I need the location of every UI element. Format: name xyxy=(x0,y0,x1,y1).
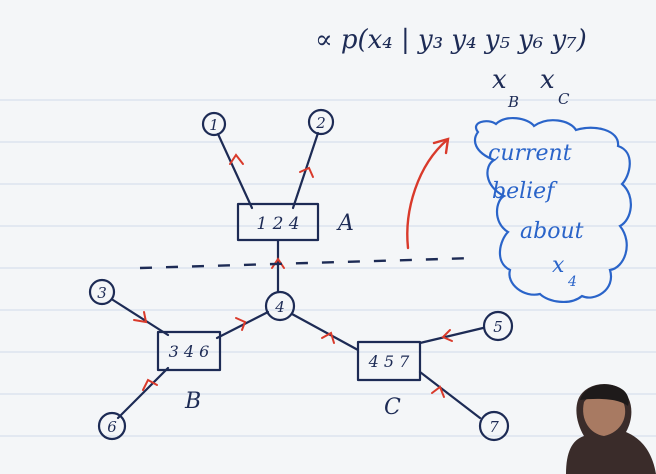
message-ticks xyxy=(133,153,453,398)
lecturer-image xyxy=(566,384,656,474)
node-6: 6 xyxy=(97,411,127,441)
belief-note: current belief about x 4 xyxy=(474,117,632,303)
formula-var-b: x xyxy=(492,65,507,95)
factor-C-vars: 4 5 7 xyxy=(368,352,411,371)
msg-arrow-3-B xyxy=(133,311,148,324)
node-3-label: 3 xyxy=(97,284,107,302)
belief-arrowhead xyxy=(432,137,450,155)
note-line3: about xyxy=(520,219,584,244)
msg-arrow-A-1 xyxy=(229,153,244,165)
cloud-outline xyxy=(474,117,632,303)
formula-var-c-sub: C xyxy=(558,90,570,108)
node-5: 5 xyxy=(482,310,514,342)
node-4: 4 xyxy=(264,290,296,322)
factor-B: 3 4 6 B xyxy=(156,330,222,414)
node-4-label: 4 xyxy=(274,298,285,316)
node-3: 3 xyxy=(88,278,116,306)
note-line1: current xyxy=(488,141,572,166)
factor-C-name: C xyxy=(384,395,401,420)
edge-B-3 xyxy=(111,298,170,337)
node-1-label: 1 xyxy=(209,116,219,134)
belief-arrow xyxy=(406,138,449,250)
formula-line1: ∝ p(x₄ | y₃ y₄ y₅ y₆ y₇) xyxy=(315,25,587,55)
note-line4: x xyxy=(552,253,565,278)
node-7-label: 7 xyxy=(489,418,499,436)
note-line4-sub: 4 xyxy=(567,274,577,290)
factor-B-vars: 3 4 6 xyxy=(169,342,210,361)
msg-arrow-A-2 xyxy=(299,166,314,178)
node-6-label: 6 xyxy=(107,418,117,436)
note-line2: belief xyxy=(492,179,558,204)
edge-C-7 xyxy=(418,370,482,420)
formula-var-c: x xyxy=(540,65,555,95)
factor-B-name: B xyxy=(184,389,201,414)
factor-A-name: A xyxy=(336,211,354,236)
node-7: 7 xyxy=(478,410,510,442)
msg-arrow-C-4 xyxy=(321,331,335,344)
factor-A: 1 2 4 A xyxy=(236,202,354,242)
dashed-separator xyxy=(139,256,477,270)
formula-var-b-sub: B xyxy=(507,93,519,111)
msg-arrow-5-C xyxy=(441,329,453,342)
graph-edges xyxy=(111,131,485,420)
factor-A-vars: 1 2 4 xyxy=(256,214,299,234)
node-2: 2 xyxy=(307,108,335,136)
rule-lines xyxy=(0,99,656,437)
edge-A-1 xyxy=(216,132,254,210)
node-1: 1 xyxy=(201,111,227,137)
edge-C-5 xyxy=(418,326,485,345)
edge-B-4 xyxy=(215,310,270,340)
edge-B-6 xyxy=(116,366,170,420)
msg-arrow-6-B xyxy=(142,378,158,391)
edge-C-4 xyxy=(290,312,360,352)
node-2-label: 2 xyxy=(315,114,326,132)
node-5-label: 5 xyxy=(493,318,503,336)
factor-C: 4 5 7 C xyxy=(356,340,422,420)
msg-arrow-7-C xyxy=(431,385,445,398)
msg-arrow-B-4 xyxy=(235,317,247,331)
formula-line2: x B x C xyxy=(492,65,570,111)
